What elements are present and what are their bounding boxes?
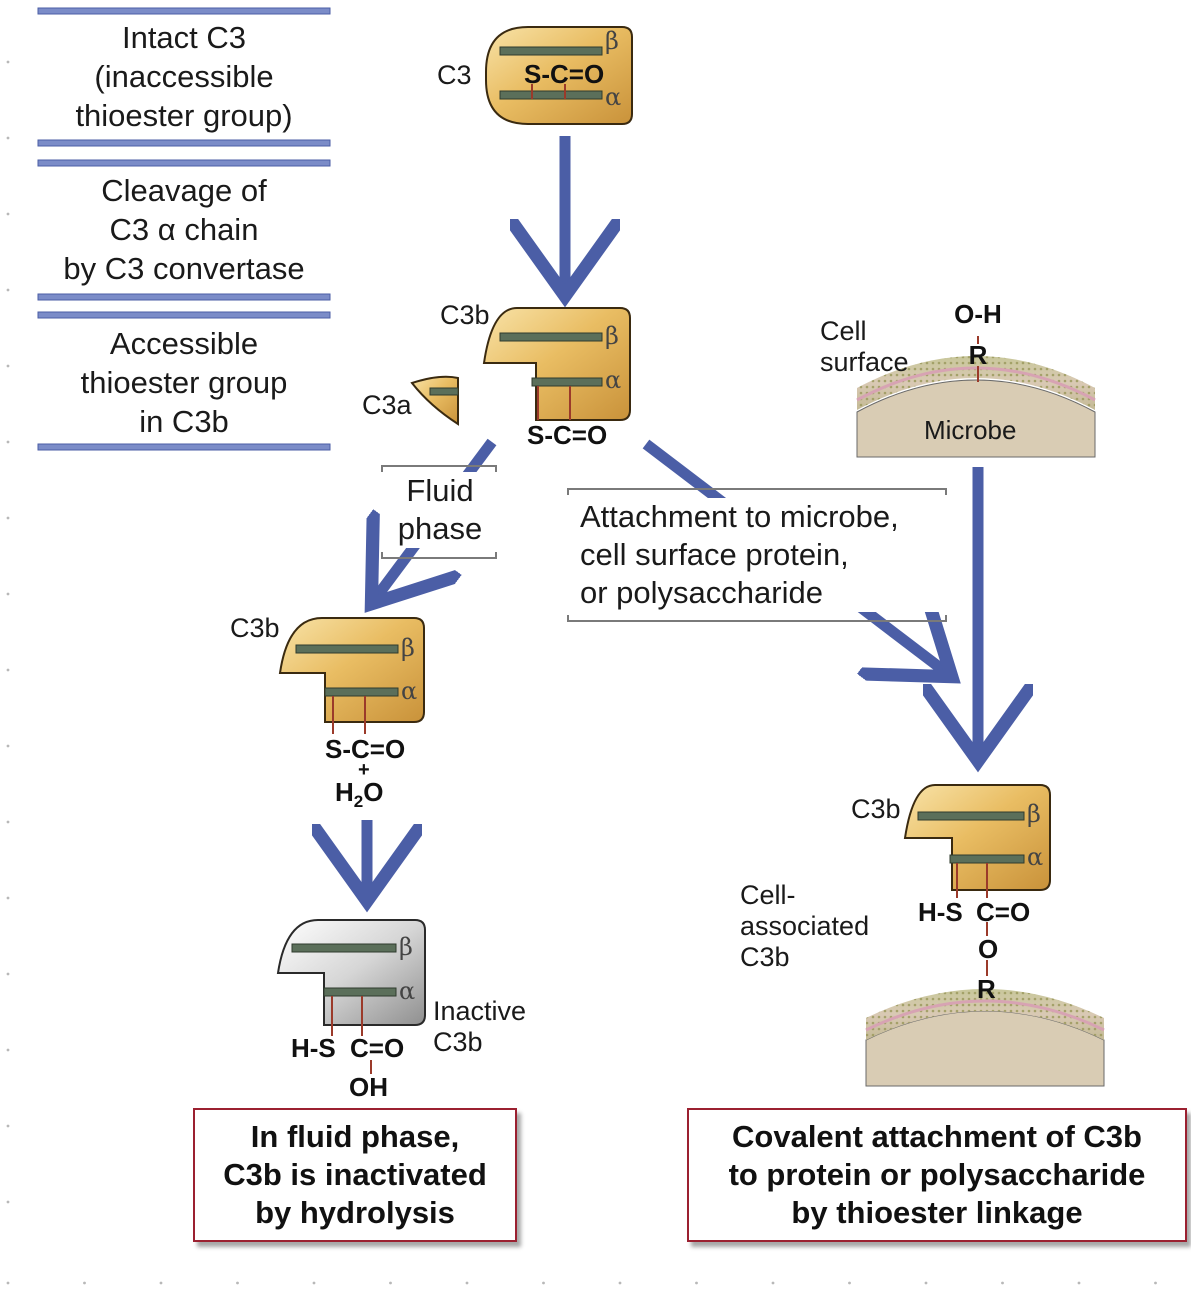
c3b-center-molecule bbox=[482, 307, 631, 421]
c3b-bound-hs: H-S bbox=[918, 897, 963, 927]
c3b-center-alpha-label: α bbox=[605, 366, 622, 394]
c3a-fragment bbox=[410, 375, 459, 426]
plus-sign: + bbox=[358, 759, 370, 781]
c3b-fluid-label: C3b bbox=[230, 613, 280, 643]
legend-step-cleavage: Cleavage of C3 α chain by C3 convertase bbox=[63, 173, 305, 286]
water-o: O bbox=[363, 777, 384, 807]
inactive-co: C=O bbox=[350, 1033, 405, 1063]
c3-alpha-label: α bbox=[605, 83, 622, 111]
c3b-fluid-alpha-label: α bbox=[401, 677, 418, 705]
c3b-bound-label: C3b bbox=[851, 794, 901, 824]
c3-thioester: S-C=O bbox=[524, 59, 605, 89]
outcome-fluid-phase-box: In fluid phase, C3b is inactivated by hy… bbox=[193, 1108, 517, 1242]
c3-beta-label: β bbox=[605, 27, 619, 55]
microbe-surface bbox=[856, 336, 1096, 458]
c3b-fluid-molecule bbox=[278, 617, 425, 734]
microbe-label: Microbe bbox=[924, 415, 1017, 445]
inactive-c3b-label: Inactive C3b bbox=[433, 996, 527, 1057]
c3b-bound-beta-label: β bbox=[1027, 800, 1041, 828]
c3b-fluid-thioester: S-C=O bbox=[325, 734, 406, 764]
c3b-center-thioester: S-C=O bbox=[527, 420, 608, 450]
fluid-phase-note: Fluid phase bbox=[388, 472, 492, 548]
inactive-alpha-label: α bbox=[399, 977, 416, 1005]
inactive-hs: H-S bbox=[291, 1033, 336, 1063]
legend-step-accessible: Accessible thioester group in C3b bbox=[80, 326, 288, 439]
water-subscript: 2 bbox=[353, 792, 364, 812]
inactive-beta-label: β bbox=[399, 933, 413, 961]
attachment-note: Attachment to microbe, cell surface prot… bbox=[574, 498, 952, 612]
inactive-c3b-molecule bbox=[276, 919, 426, 1074]
legend-step-intact: Intact C3 (inaccessible thioester group) bbox=[75, 20, 293, 133]
c3b-bound-r: R bbox=[977, 974, 996, 1004]
c3b-center-label: C3b bbox=[440, 300, 490, 330]
microbe-oh-text: O-H bbox=[954, 299, 1002, 329]
legend-dividers bbox=[37, 7, 331, 451]
microbe-r-text: R bbox=[968, 340, 988, 370]
c3-label: C3 bbox=[437, 60, 472, 90]
c3a-label: C3a bbox=[362, 390, 412, 420]
c3b-bound-molecule bbox=[903, 784, 1051, 1012]
water-h: H bbox=[335, 777, 354, 807]
inactive-oh: OH bbox=[349, 1072, 388, 1102]
note-brackets bbox=[381, 465, 947, 622]
c3b-bound-alpha-label: α bbox=[1027, 843, 1044, 871]
c3b-bound-co: C=O bbox=[976, 897, 1031, 927]
cell-associated-c3b-label: Cell- associated C3b bbox=[740, 880, 870, 972]
c3b-center-beta-label: β bbox=[605, 322, 619, 350]
c3b-fluid-beta-label: β bbox=[401, 634, 415, 662]
target-membrane bbox=[865, 989, 1105, 1087]
c3b-bound-o: O bbox=[978, 934, 999, 964]
water-formula: H2O bbox=[335, 778, 383, 816]
outcome-covalent-attachment-box: Covalent attachment of C3b to protein or… bbox=[687, 1108, 1187, 1242]
cell-surface-label: Cell surface bbox=[820, 316, 909, 377]
c3-molecule bbox=[485, 26, 633, 125]
